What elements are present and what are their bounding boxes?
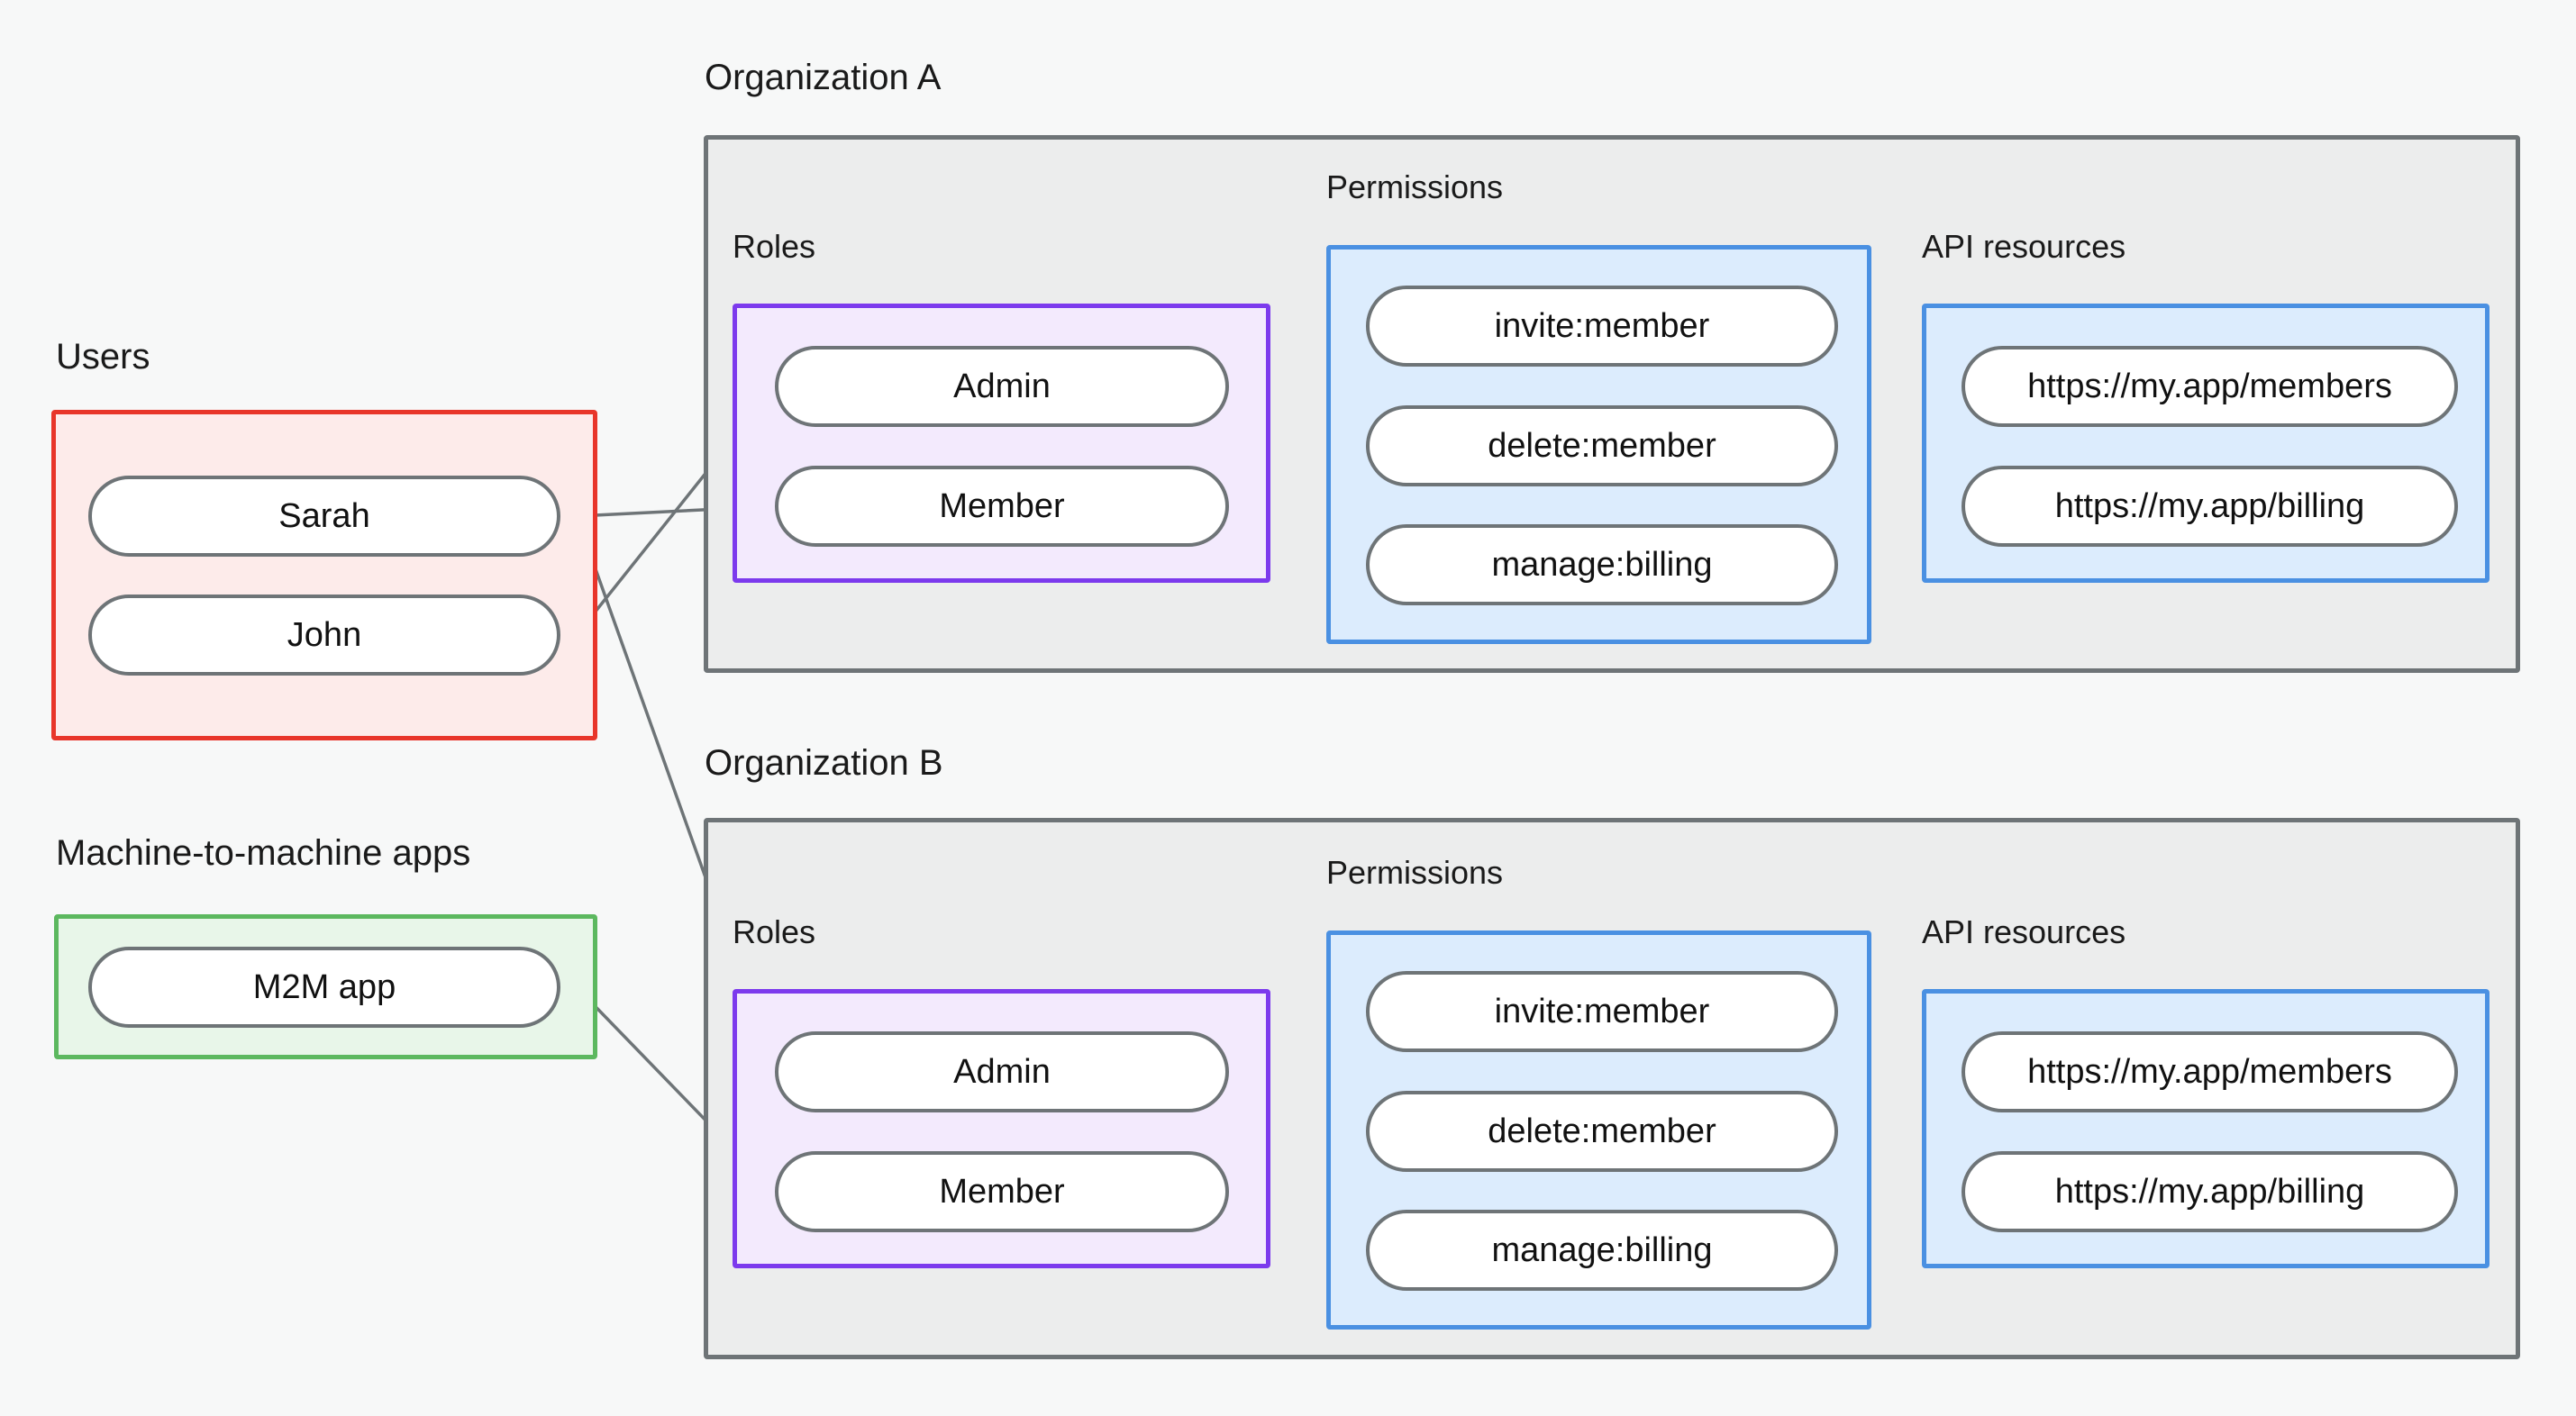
org-b-api-resource-members[interactable]: https://my.app/members [1962, 1031, 2458, 1112]
org-b-permission-delete-member[interactable]: delete:member [1366, 1091, 1838, 1172]
org-b-permission-manage-billing[interactable]: manage:billing [1366, 1210, 1838, 1291]
org-a-api-resources-label: API resources [1922, 228, 2126, 265]
org-a-permission-delete-member[interactable]: delete:member [1366, 405, 1838, 486]
org-b-permission-invite-member[interactable]: invite:member [1366, 971, 1838, 1052]
org-a-role-member[interactable]: Member [775, 466, 1229, 547]
org-b-api-resources-label: API resources [1922, 913, 2126, 950]
org-b-role-member[interactable]: Member [775, 1151, 1229, 1232]
org-a-permission-invite-member[interactable]: invite:member [1366, 286, 1838, 367]
user-node-sarah[interactable]: Sarah [88, 476, 560, 557]
org-b-api-resource-billing[interactable]: https://my.app/billing [1962, 1151, 2458, 1232]
org-a-api-resource-billing[interactable]: https://my.app/billing [1962, 466, 2458, 547]
org-a-permission-manage-billing[interactable]: manage:billing [1366, 524, 1838, 605]
org-b-label: Organization B [705, 743, 943, 783]
org-a-label: Organization A [705, 58, 942, 97]
org-a-role-admin[interactable]: Admin [775, 346, 1229, 427]
org-a-roles-label: Roles [733, 228, 816, 265]
org-a-permissions-label: Permissions [1326, 168, 1504, 205]
user-node-john[interactable]: John [88, 595, 560, 676]
org-a-api-resource-members[interactable]: https://my.app/members [1962, 346, 2458, 427]
org-b-roles-label: Roles [733, 913, 816, 950]
users-group-label: Users [56, 337, 150, 377]
users-group-box [51, 410, 597, 740]
m2m-group-label: Machine-to-machine apps [56, 833, 471, 873]
m2m-node-app[interactable]: M2M app [88, 947, 560, 1028]
org-b-role-admin[interactable]: Admin [775, 1031, 1229, 1112]
org-b-permissions-label: Permissions [1326, 854, 1504, 891]
